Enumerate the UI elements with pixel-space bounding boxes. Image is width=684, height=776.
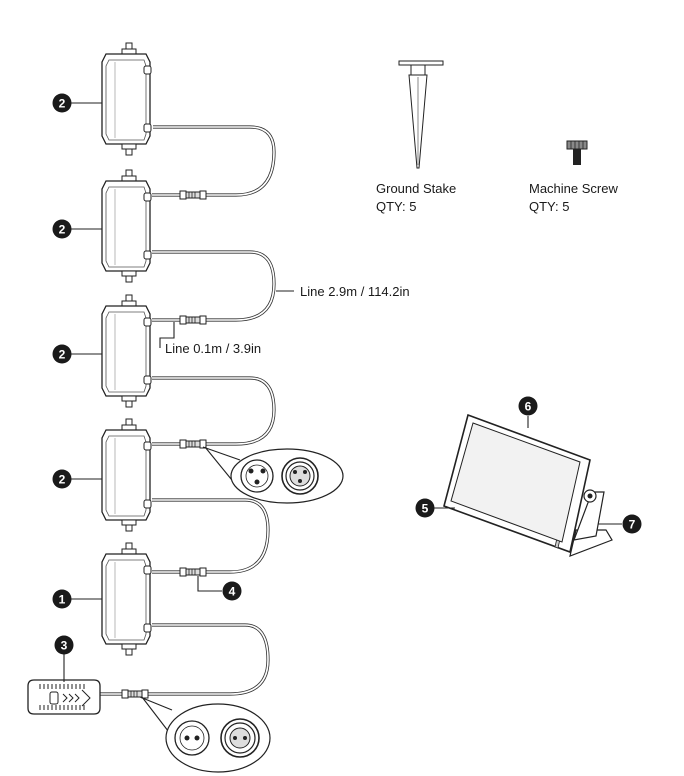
connector-plug-icon [121,689,149,699]
svg-text:1: 1 [59,593,66,607]
svg-text:7: 7 [629,518,636,532]
svg-text:2: 2 [59,348,66,362]
light-unit-icon [101,294,152,408]
ground-stake-icon [398,60,444,169]
light-unit-icon [101,418,152,532]
svg-text:2: 2 [59,473,66,487]
machine-screw-icon [566,140,588,165]
svg-text:2: 2 [59,97,66,111]
short-line-label: Line 0.1m / 3.9in [165,341,261,356]
power-adapter-icon [27,679,101,715]
connector-plug-icon [179,567,207,577]
machine-screw-qty: QTY: 5 [529,199,569,214]
callout-3: 3 [54,635,74,655]
connector-plug-icon [179,190,207,200]
light-unit-icon [101,42,152,156]
cables [100,125,276,696]
svg-text:6: 6 [525,400,532,414]
svg-text:4: 4 [229,585,236,599]
callout-2: 2 [52,469,72,489]
light-unit-icon [101,169,152,283]
connector-plug-icon [179,439,207,449]
machine-screw-label: Machine Screw [529,181,618,196]
light-unit-icon [101,542,152,656]
callout-2: 2 [52,93,72,113]
callout-2: 2 [52,219,72,239]
svg-text:3: 3 [61,639,68,653]
callout-2: 2 [52,344,72,364]
callout-6: 6 [518,396,538,416]
callouts: 2 2 2 2 1 3 4 5 [52,93,642,655]
ground-stake-qty: QTY: 5 [376,199,416,214]
callout-1: 1 [52,589,72,609]
solar-panel-icon [443,413,613,557]
connector-detail-lower [139,696,271,773]
connector-plug-icon [179,315,207,325]
callout-5: 5 [415,498,435,518]
leader-lines [63,102,622,682]
callout-4: 4 [222,581,242,601]
svg-text:2: 2 [59,223,66,237]
svg-text:5: 5 [422,502,429,516]
callout-7: 7 [622,514,642,534]
long-line-label: Line 2.9m / 114.2in [300,284,410,299]
connector-detail-upper [202,446,344,504]
ground-stake-label: Ground Stake [376,181,456,196]
